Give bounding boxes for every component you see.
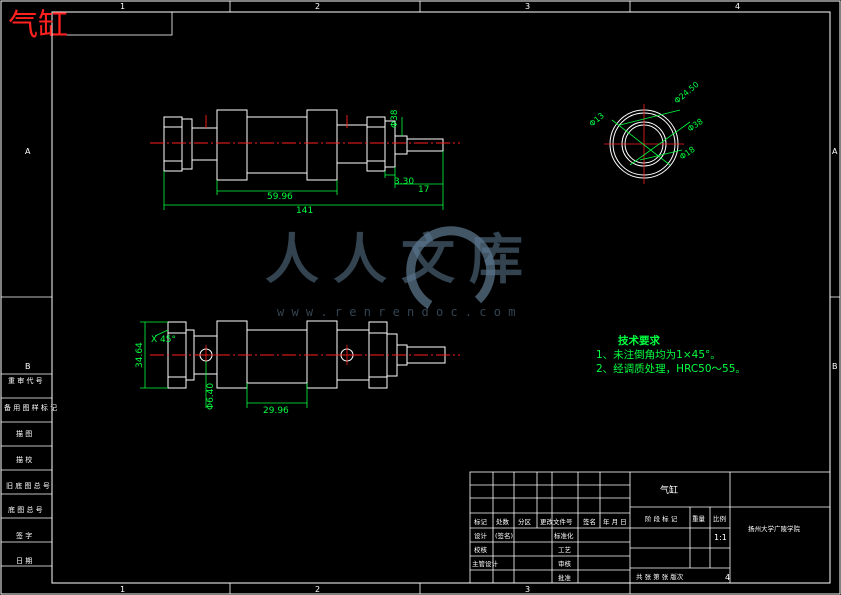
tb-standard: 标准化 [554,531,574,540]
watermark-emblem [406,226,496,309]
dim-top-1: Φ38 [390,109,400,128]
dim-end-1: Φ24.50 [673,80,701,106]
dim-bottom-2: 34.64 [135,342,145,368]
tb-scale: 1:1 [714,533,727,542]
zone-top-4: 4 [735,2,740,11]
tb-company: 扬州大学广陵学院 [748,524,801,533]
technical-requirements: 技术要求 1、未注倒角均为1×45°。 2、经调质处理，HRC50～55。 [596,334,746,376]
side-label-2: 备 用 图 样 标 记 [4,403,57,412]
tb-role-3: 主管设计 [472,559,499,568]
side-label-6: 底 图 总 号 [8,505,43,514]
dim-end-3: Φ38 [686,117,705,134]
tb-role-2: 校核 [474,545,488,554]
dim-bottom-3: 29.96 [263,406,289,416]
tb-header-2: 处数 [496,517,510,526]
tb-role-1: 设计 [474,531,488,540]
side-label-1: 重 审 代 号 [8,376,43,385]
inner-frame [51,11,831,584]
dim-end-2: Φ13 [588,111,606,128]
dim-top-4: 17 [418,185,429,195]
tb-stage-3: 比例 [713,514,726,523]
side-label-4: 描 校 [16,455,32,464]
zone-top-1: 1 [120,2,125,11]
zone-right-a: A [832,147,838,156]
tech-req-item-1: 1、未注倒角均为1×45°。 [596,349,721,361]
tb-header-5: 签名 [583,517,596,526]
tb-header-1: 标记 [474,517,488,526]
tb-part-name: 气缸 [660,484,678,496]
zone-bottom-2: 2 [315,585,320,594]
side-strip [1,296,52,567]
zone-right-b: B [832,362,838,371]
dim-bottom-4: Φ6.40 [206,383,216,410]
side-label-5: 旧 底 图 总 号 [6,481,50,490]
dim-end-4: Φ18 [678,145,697,162]
zone-bottom-3: 3 [525,585,530,594]
zone-left-a: A [25,147,31,156]
side-label-8: 日 期 [16,557,32,565]
watermark: 人人文库 w w w . r e n r e n d o c . c o m [265,225,565,345]
tech-req-item-2: 2、经调质处理，HRC50～55。 [596,363,746,375]
tb-process-1: 工艺 [558,546,572,554]
title-block [469,471,831,584]
dim-top-2: 59.96 [267,192,293,202]
top-view [163,109,444,181]
tb-header-3: 分区 [518,517,532,526]
tb-header-6: 年 月 日 [603,517,627,526]
tb-header-4: 更改文件号 [540,517,573,526]
watermark-text: 人人文库 [265,228,537,291]
zone-left-b: B [25,362,31,371]
dim-bottom-1: X 45° [151,335,176,345]
tb-stage-2: 重量 [692,515,706,523]
zone-top-2: 2 [315,2,320,11]
dim-top-3: 3.30 [394,177,414,187]
tb-process-2: 审核 [558,559,572,568]
side-label-7: 签 字 [16,531,32,540]
title-box [51,11,173,36]
watermark-url: w w w . r e n r e n d o c . c o m [277,305,516,319]
tb-process-3: 批准 [558,573,572,582]
side-label-3: 描 图 [16,429,32,438]
zone-bottom-1: 1 [120,585,125,594]
dim-top-5: 141 [296,206,313,216]
zone-bottom-4: 4 [725,573,730,582]
tb-stage-1: 阶 段 标 记 [645,514,678,523]
tb-sheet-info: 共 张 第 张 版次 [636,572,684,581]
tb-designer-sig: (签名) [495,531,513,540]
tech-req-heading: 技术要求 [618,335,660,347]
zone-top-3: 3 [525,2,530,11]
drawing-title: 气缸 [8,8,68,43]
